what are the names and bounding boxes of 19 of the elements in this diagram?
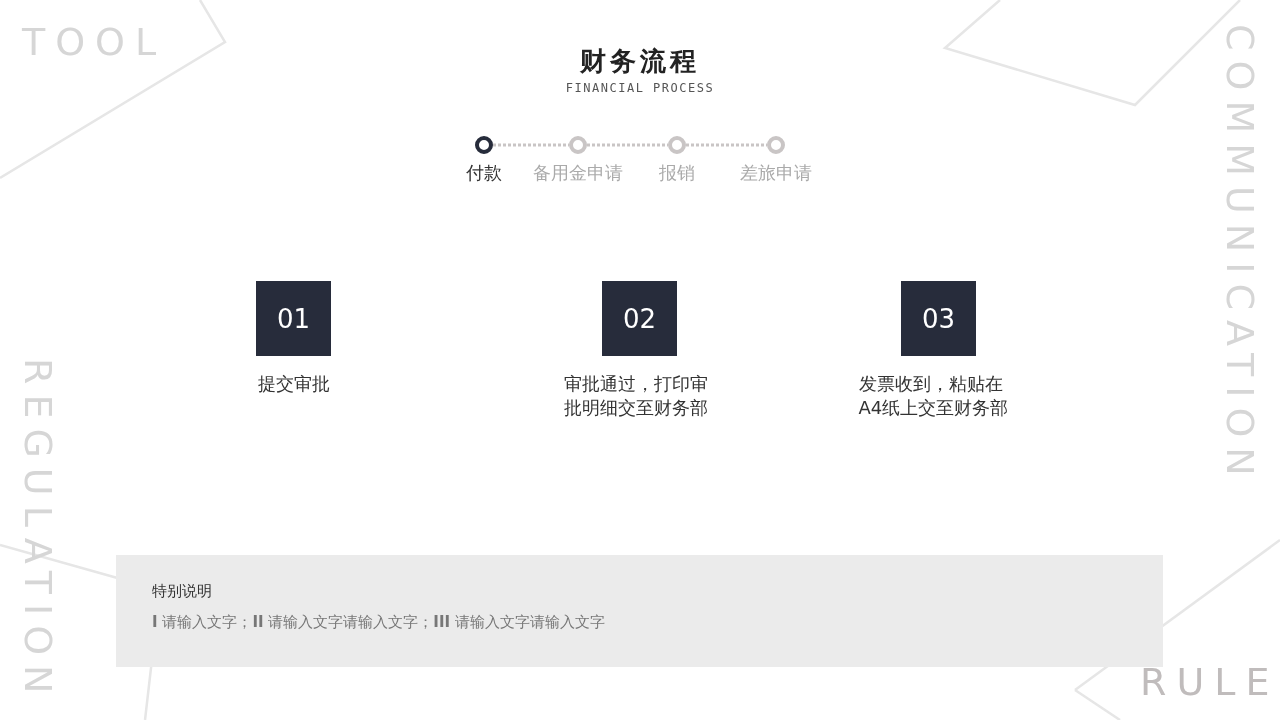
number-box: 02 (602, 281, 677, 356)
step-description: 审批通过，打印审批明细交至财务部 (563, 372, 709, 420)
subtitle: FINANCIAL PROCESS (565, 81, 715, 95)
number-box: 01 (256, 281, 331, 356)
dotted-connector (493, 143, 569, 147)
note-panel (116, 555, 1163, 667)
dotted-connector (587, 143, 668, 147)
dotted-connector (686, 143, 767, 147)
step-label: 付款 (466, 162, 502, 184)
step-description: 提交审批 (256, 372, 331, 396)
step-label: 差旅申请 (740, 162, 812, 184)
title: 财务流程 (580, 45, 700, 78)
decorative-word: RULE (1140, 660, 1280, 704)
step-label: 报销 (659, 162, 695, 184)
note-heading: 特别说明 (152, 582, 212, 601)
step-label: 备用金申请 (533, 162, 623, 184)
step-description: 发票收到，粘贴在A4纸上交至财务部 (858, 372, 1010, 420)
number-box: 03 (901, 281, 976, 356)
note-text: I 请输入文字；II 请输入文字请输入文字；III 请输入文字请输入文字 (152, 613, 605, 632)
